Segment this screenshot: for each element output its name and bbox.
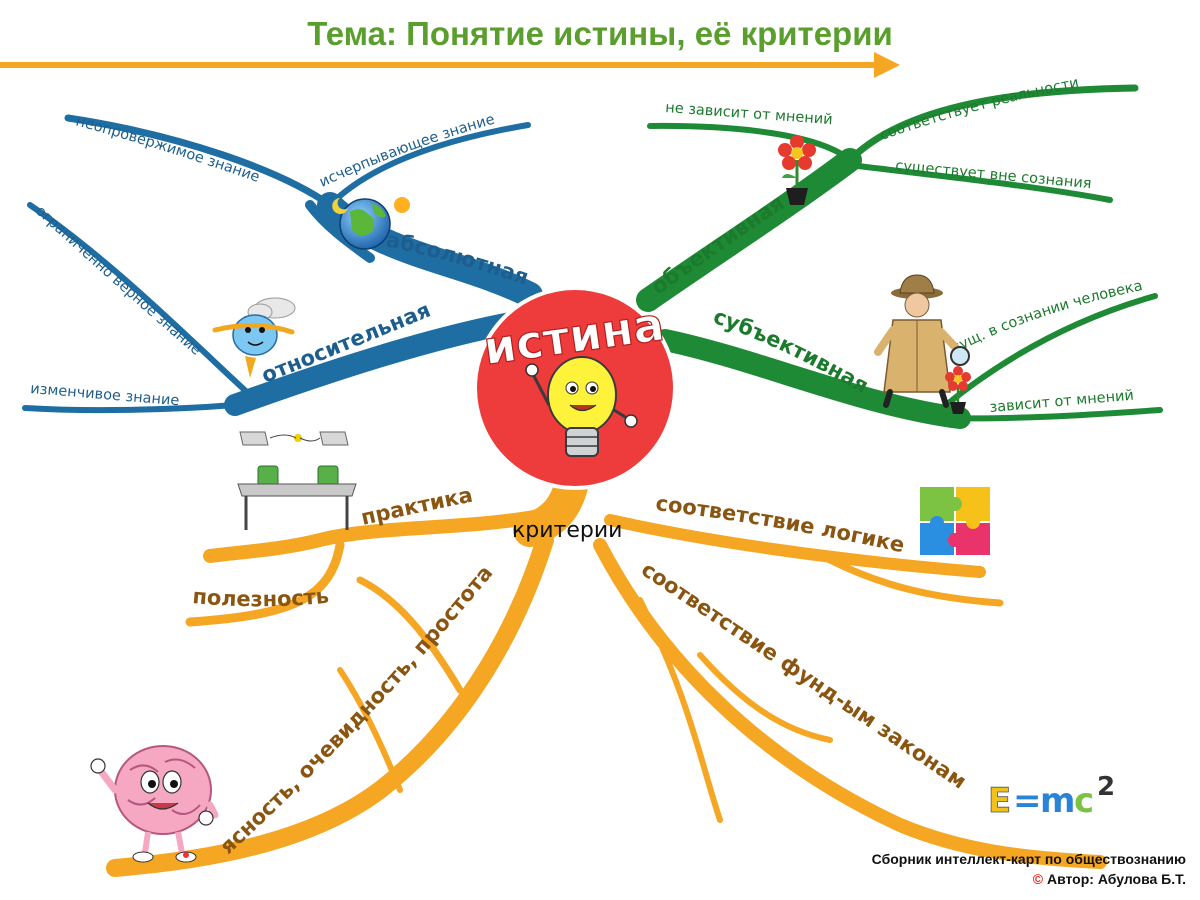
detective-icon — [874, 274, 970, 408]
leaf-in-mind: сущ. в сознании человека — [950, 278, 1144, 357]
criteria-label: критерии — [512, 518, 622, 543]
branch-label-objective: объективная — [647, 190, 789, 299]
cloud-character-icon — [212, 297, 296, 378]
leaf-limited: ограниченно верное знание — [32, 203, 204, 359]
formula-c: c — [1074, 781, 1094, 821]
globe-icon — [332, 197, 410, 250]
flower-pot-icon — [945, 366, 971, 414]
formula-emc2: E = m c 2 — [988, 772, 1115, 821]
lab-table-icon — [237, 431, 357, 530]
footer-collection: Сборник интеллект-карт по обществознанию — [872, 851, 1186, 867]
leaf-exhaustive: исчерпывающее знание — [317, 112, 497, 191]
formula-e: E — [988, 781, 1011, 821]
flower-pot-icon — [778, 135, 816, 205]
formula-eq: = — [1013, 781, 1042, 821]
page-title: Тема: Понятие истины, её критерии — [307, 15, 893, 52]
footer-author: © Автор: Абулова Б.Т. — [1033, 871, 1186, 887]
leaf-irrefutable: неопровержимое знание — [74, 113, 262, 185]
branch-criteria — [106, 451, 1107, 877]
criterion-usefulness: полезность — [192, 584, 330, 612]
lightbulb-character-icon — [525, 356, 638, 457]
formula-m: m — [1040, 781, 1075, 821]
branch-objective-subjective — [636, 84, 1163, 429]
leaf-changeable: изменчивое знание — [30, 381, 180, 409]
leaf-reality: соответствует реальности — [878, 75, 1080, 144]
leaf-outside: существует вне сознания — [895, 158, 1093, 192]
brain-character-icon — [90, 745, 219, 863]
formula-exp: 2 — [1097, 772, 1115, 802]
puzzle-icon — [920, 487, 990, 555]
title-arrow — [0, 52, 900, 78]
